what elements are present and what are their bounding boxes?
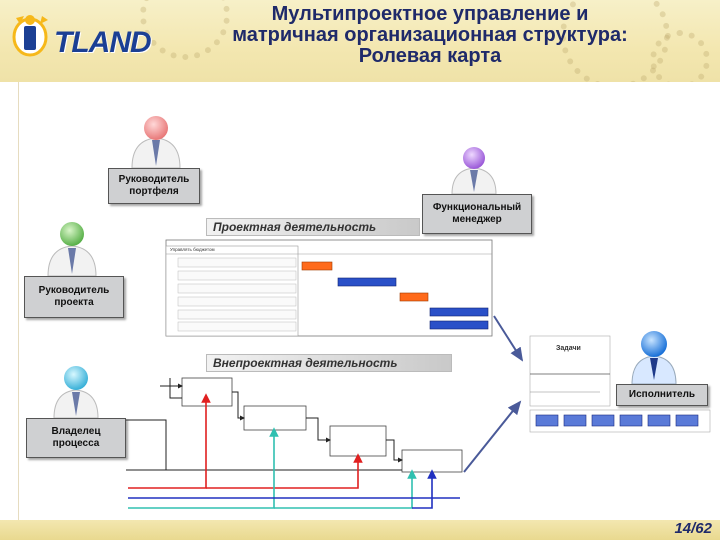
person-icon <box>451 147 497 195</box>
task-bar <box>647 414 671 427</box>
person-icon <box>47 222 97 277</box>
person-icon <box>631 331 677 385</box>
gantt-bar <box>429 307 489 317</box>
process-flow <box>120 377 463 509</box>
slide-title: Мультипроектное управление и матричная о… <box>190 4 670 67</box>
tasks-label: Задачи <box>556 345 581 352</box>
person-icon <box>53 366 99 419</box>
task-bar <box>591 414 615 427</box>
arrow-icon <box>463 400 522 473</box>
title-line: Мультипроектное управление и <box>271 3 589 25</box>
gantt-bar <box>429 320 489 330</box>
gantt-bar <box>337 277 397 287</box>
gantt-header-label: Управлять бюджетом <box>170 247 215 252</box>
title-line: Ролевая карта <box>358 45 502 67</box>
role-project-manager: Руководитель проекта <box>24 276 124 318</box>
logo-text: TLAND <box>54 26 152 59</box>
gantt-bar <box>301 261 333 271</box>
section-project-activity: Проектная деятельность <box>206 218 420 236</box>
gantt-panel <box>165 239 493 337</box>
role-portfolio-manager: Руководитель портфеля <box>108 168 200 204</box>
tasks-panel <box>529 335 711 433</box>
person-icon <box>131 116 181 169</box>
title-line: матричная организационная структура: <box>232 24 628 46</box>
footer-band <box>0 520 720 540</box>
role-functional-manager: Функциональный менеджер <box>422 194 532 234</box>
page-number: 14/62 <box>674 520 712 537</box>
logo: TLAND <box>8 10 152 60</box>
arrow-icon <box>493 315 524 362</box>
gear-icon <box>140 0 230 60</box>
section-nonproject-activity: Внепроектная деятельность <box>206 354 452 372</box>
role-process-owner: Владелец процесса <box>26 418 126 458</box>
role-performer: Исполнитель <box>616 384 708 406</box>
gantt-bar <box>399 292 429 302</box>
task-bar <box>563 414 587 427</box>
logo-mark <box>12 15 48 57</box>
task-bar <box>619 414 643 427</box>
task-bar <box>535 414 559 427</box>
task-bar <box>675 414 699 427</box>
